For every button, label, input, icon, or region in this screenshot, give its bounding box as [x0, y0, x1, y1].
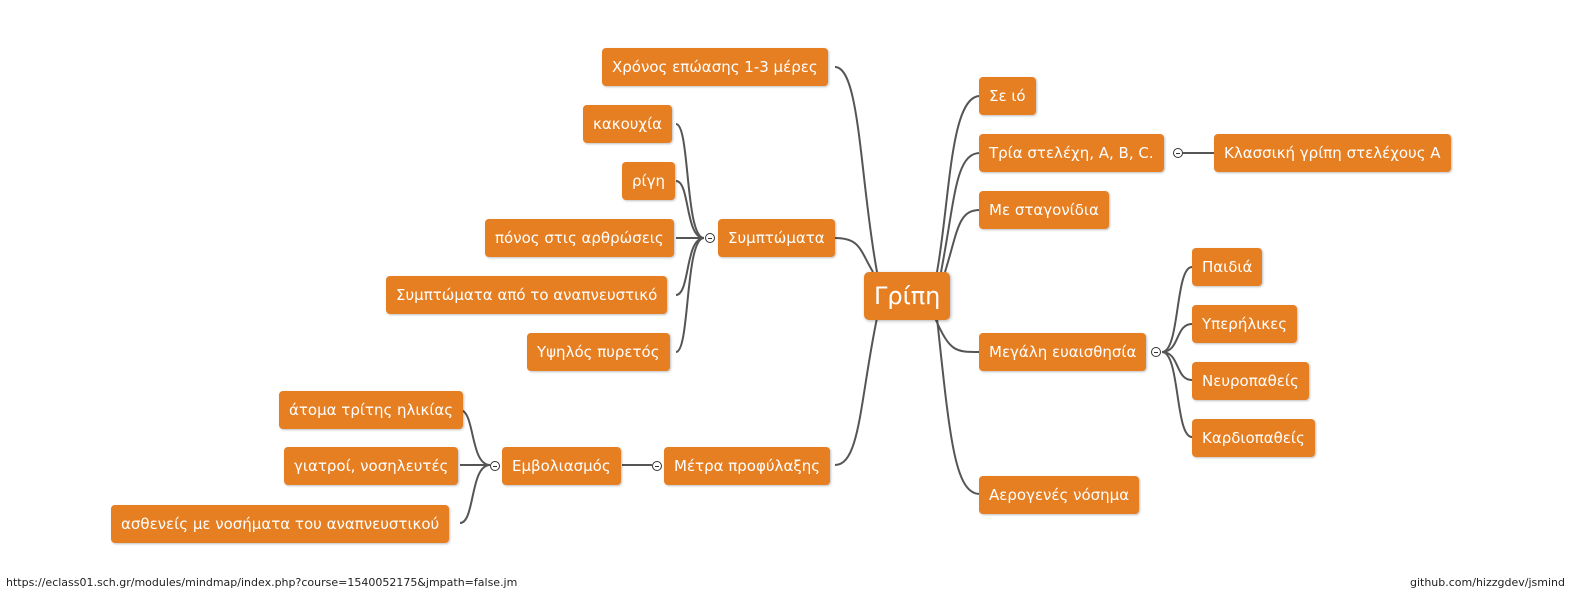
node-euaisthisia[interactable]: Μεγάλη ευαισθησία — [979, 333, 1147, 371]
node-xronos-epoasis[interactable]: Χρόνος επώασης 1-3 μέρες — [602, 48, 828, 86]
node-neuropatheis[interactable]: Νευροπαθείς — [1192, 362, 1309, 400]
root-node[interactable]: Γρίπη — [864, 272, 951, 320]
node-klassiki-gripi[interactable]: Κλασσική γρίπη στελέχους A — [1214, 134, 1451, 172]
line-euaisth-neuro — [1161, 351, 1193, 381]
page-url: https://eclass01.sch.gr/modules/mindmap/… — [6, 576, 518, 589]
node-giatroi-nosileutes[interactable]: γιατροί, νοσηλευτές — [284, 447, 459, 485]
node-ypsilos-pyretos[interactable]: Υψηλός πυρετός — [527, 333, 670, 371]
line-root-aerogenes — [936, 317, 981, 495]
node-symptomata-anapneustiko[interactable]: Συμπτώματα από το αναπνευστικό — [386, 276, 668, 314]
node-emvoliasmos[interactable]: Εμβολιασμός — [502, 447, 621, 485]
line-root-metra — [834, 317, 878, 466]
collapse-toggle-tria[interactable] — [1173, 148, 1183, 158]
node-symptomata[interactable]: Συμπτώματα — [718, 219, 835, 257]
line-root-xronos — [834, 66, 878, 273]
node-se-io[interactable]: Σε ιό — [979, 77, 1036, 115]
collapse-toggle-emvoliasmos[interactable] — [490, 461, 500, 471]
line-euaisth-kardio — [1161, 351, 1193, 438]
line-sympt-kakouxia — [675, 123, 705, 239]
node-paidia[interactable]: Παιδιά — [1192, 248, 1263, 286]
collapse-toggle-symptomata[interactable] — [705, 233, 715, 243]
jsmind-credit-link[interactable]: github.com/hizzgdev/jsmind — [1409, 576, 1565, 589]
node-astheneis-anapneustikou[interactable]: ασθενείς με νοσήματα του αναπνευστικού — [111, 505, 450, 543]
node-kardiopatheis[interactable]: Καρδιοπαθείς — [1192, 419, 1315, 457]
line-root-tria — [940, 152, 981, 273]
node-atoma-tritis-ilikias[interactable]: άτομα τρίτης ηλικίας — [279, 391, 464, 429]
line-sympt-rigi — [675, 180, 705, 239]
collapse-toggle-euaisthisia[interactable] — [1151, 347, 1161, 357]
line-root-stagonidia — [944, 209, 981, 273]
collapse-toggle-metra[interactable] — [652, 461, 662, 471]
line-sympt-anapneustiko — [675, 237, 705, 296]
node-stagonidia[interactable]: Με σταγονίδια — [979, 191, 1109, 229]
line-root-se-io — [936, 95, 981, 273]
node-metra-profylaxis[interactable]: Μέτρα προφύλαξης — [664, 447, 831, 485]
line-euaisth-yperilikes — [1161, 323, 1193, 353]
line-euaisth-paidia — [1161, 266, 1193, 353]
node-tria-stelexi[interactable]: Τρία στελέχη, A, B, C. — [979, 134, 1164, 172]
node-kakouxia[interactable]: κακουχία — [583, 105, 673, 143]
node-yperilikes[interactable]: Υπερήλικες — [1192, 305, 1298, 343]
line-emv-astheneis — [459, 464, 491, 524]
line-emv-atoma — [459, 409, 491, 466]
line-sympt-pyretos — [675, 237, 705, 353]
node-ponos-arthroseis[interactable]: πόνος στις αρθρώσεις — [485, 219, 674, 257]
node-aerogenes[interactable]: Αερογενές νόσημα — [979, 476, 1140, 514]
line-root-symptomata — [834, 237, 874, 273]
line-root-euaisthisia — [934, 317, 981, 353]
node-rigi[interactable]: ρίγη — [622, 162, 675, 200]
